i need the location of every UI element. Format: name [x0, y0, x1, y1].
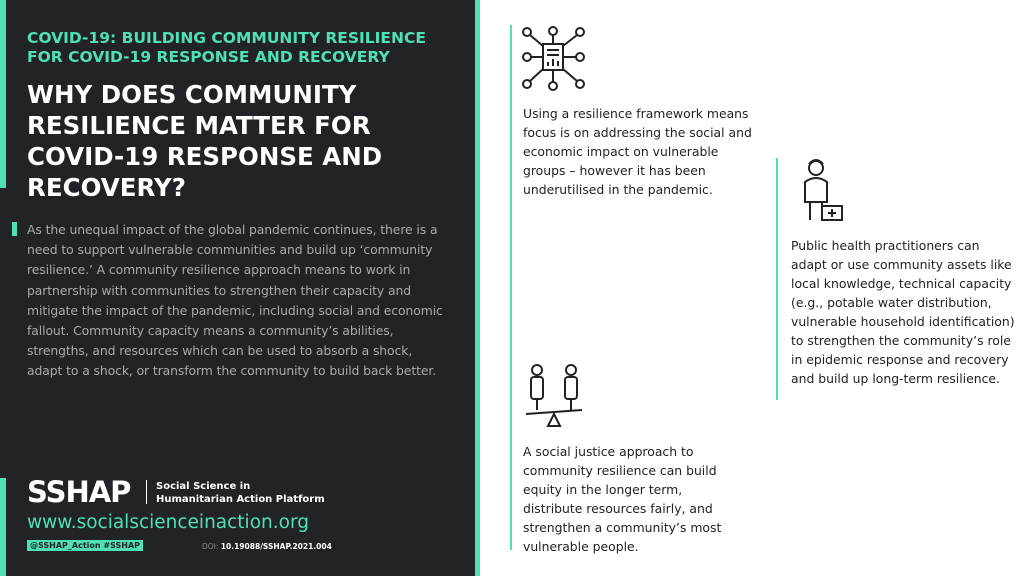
website-link[interactable]: www.socialscienceinaction.org — [27, 512, 309, 533]
accent-mark — [12, 222, 17, 236]
logo-divider — [146, 480, 147, 504]
accent-bar — [0, 478, 6, 576]
doi-label: DOI: — [202, 542, 219, 551]
divider — [776, 158, 778, 400]
card-framework: Using a resilience framework means focus… — [523, 106, 752, 197]
card-health-practitioners: Public health practitioners can adapt or… — [791, 238, 1015, 386]
left-panel: COVID-19: BUILDING COMMUNITY RESILIENCE … — [0, 0, 480, 576]
accent-bar — [0, 0, 6, 188]
page-title: WHY DOES COMMUNITY RESILIENCE MATTER FOR… — [27, 80, 383, 202]
divider — [510, 25, 512, 550]
accent-edge — [475, 0, 480, 576]
subtitle: COVID-19: BUILDING COMMUNITY RESILIENCE … — [27, 29, 426, 66]
health-worker-icon — [804, 159, 843, 221]
logo-text: Social Science in Humanitarian Action Pla… — [156, 480, 325, 506]
framework-network-icon — [522, 26, 585, 91]
balance-people-icon — [525, 364, 583, 427]
logo: SSHAP — [27, 475, 131, 509]
intro-text: As the unequal impact of the global pand… — [27, 222, 443, 379]
doi: DOI: 10.19088/SSHAP.2021.004 — [202, 542, 332, 551]
logo-line: Humanitarian Action Platform — [156, 494, 325, 505]
social-handle: @SSHAP_Action #SSHAP — [27, 540, 144, 551]
doi-value: 10.19088/SSHAP.2021.004 — [220, 542, 332, 551]
logo-line: Social Science in — [156, 481, 251, 492]
card-social-justice: A social justice approach to community r… — [523, 444, 722, 554]
